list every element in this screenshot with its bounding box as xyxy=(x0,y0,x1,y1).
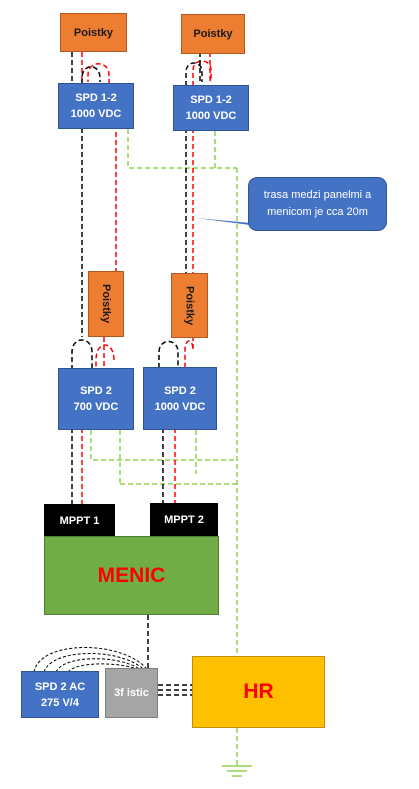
mppt-input-2[interactable]: MPPT 2 xyxy=(150,503,218,537)
fuse-box-mid-left[interactable]: Poistky xyxy=(88,271,124,337)
negative-wire-right-loop xyxy=(158,340,179,368)
ac-spd-arc-3 xyxy=(55,658,139,673)
spd-line2: 1000 VDC xyxy=(185,110,237,122)
ac-spd-arc-2 xyxy=(43,653,143,673)
ground-wire-spd-mid-left xyxy=(90,430,237,461)
breaker-label: 3f istic xyxy=(114,687,149,699)
spd-line2: 700 VDC xyxy=(73,401,119,413)
negative-wires xyxy=(71,52,203,696)
distance-callout: trasa medzi panelmi a menicom je cca 20m xyxy=(248,177,387,231)
spd-line1: SPD 1-2 xyxy=(75,92,117,104)
ac-spd-arc-4 xyxy=(67,663,135,673)
ground-wire-spd-top-left xyxy=(127,129,237,169)
spd-mid-right[interactable]: SPD 2 1000 VDC xyxy=(143,367,217,430)
spd-line1: SPD 2 xyxy=(164,384,196,397)
fuse-label: Poistky xyxy=(183,285,196,326)
positive-wire-left-string xyxy=(87,63,110,124)
inverter-label: MENIC xyxy=(97,563,166,587)
fuse-label: Poistky xyxy=(193,28,233,40)
positive-wire-left-loop xyxy=(95,344,115,370)
spd-ac-line1: SPD 2 AC xyxy=(34,680,86,693)
spd-line2: 1000 VDC xyxy=(154,400,206,413)
ac-spd-arc-1 xyxy=(33,647,147,673)
fuse-label: Poistky xyxy=(100,284,112,324)
mppt-input-1[interactable]: MPPT 1 xyxy=(44,504,115,537)
positive-wire-right-down xyxy=(184,128,194,368)
negative-wire-left-loop xyxy=(71,339,93,370)
callout-text: trasa medzi panelmi a menicom je cca 20m xyxy=(263,189,372,218)
earth-ground-icon xyxy=(222,765,252,777)
three-phase-breaker[interactable]: 3f istic xyxy=(105,668,158,718)
ac-spd-arcs xyxy=(33,647,147,673)
spd-mid-left[interactable]: SPD 2 700 VDC xyxy=(58,368,134,430)
hr-label: HR xyxy=(243,680,274,703)
fuse-box-top-left[interactable]: Poistky xyxy=(60,13,127,52)
spd-ac[interactable]: SPD 2 AC 275 V/4 xyxy=(21,671,99,718)
negative-wire-right-string xyxy=(185,62,203,86)
positive-wire-right-string xyxy=(192,60,212,86)
spd-line2: 1000 VDC xyxy=(70,108,122,120)
spd-line1: SPD 1-2 xyxy=(190,94,232,106)
positive-wires xyxy=(81,52,212,505)
mppt-label: MPPT 2 xyxy=(164,514,204,526)
fuse-label: Poistky xyxy=(73,26,114,39)
fuse-box-top-right[interactable]: Poistky xyxy=(181,14,245,54)
spd-line1: SPD 2 xyxy=(80,385,112,397)
distribution-board-hr[interactable]: HR xyxy=(192,656,325,728)
spd-top-right[interactable]: SPD 1-2 1000 VDC xyxy=(173,85,249,131)
inverter-box[interactable]: MENIC xyxy=(44,536,219,615)
mppt-label: MPPT 1 xyxy=(59,514,100,527)
spd-ac-line2: 275 V/4 xyxy=(41,696,79,709)
fuse-box-mid-right[interactable]: Poistky xyxy=(171,273,208,338)
spd-top-left[interactable]: SPD 1-2 1000 VDC xyxy=(58,83,134,129)
